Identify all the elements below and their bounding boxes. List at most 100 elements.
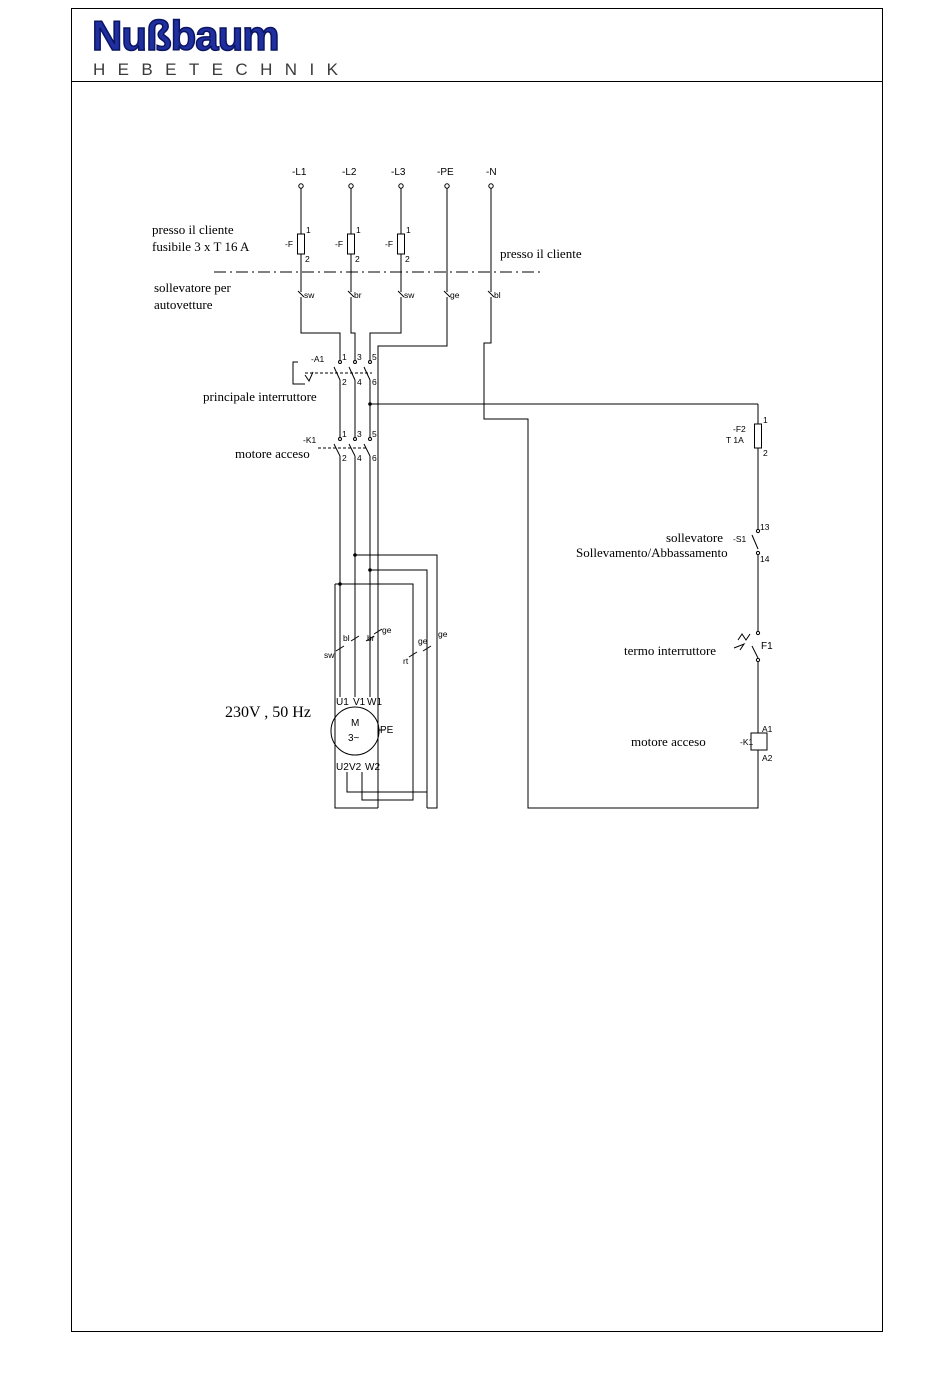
coil-label: -K1	[740, 737, 754, 747]
fuse-pin-label: 1	[306, 225, 311, 235]
wire-color-label: ge	[418, 636, 428, 646]
contactor-pin: 5	[372, 429, 377, 439]
supply-wires	[300, 188, 492, 292]
main-switch-a1: -A1 1 3 5 2 4 6	[292, 352, 377, 387]
terminal-label-l2: -L2	[342, 167, 357, 178]
page-frame	[71, 8, 883, 1332]
main-switch-pin: 2	[342, 377, 347, 387]
motor-phase: 3~	[348, 733, 360, 744]
coil-annotation: motore acceso	[631, 734, 706, 749]
motor-wiring	[334, 456, 438, 809]
motor-circle	[330, 706, 380, 756]
terminal-n	[488, 183, 494, 189]
routing-to-main-switch	[300, 297, 759, 809]
wire-color-label: sw	[404, 290, 415, 300]
control-fuse-rating: T 1A	[726, 435, 744, 445]
main-switch-pin: 5	[372, 352, 377, 362]
wire-color-label: br	[354, 290, 362, 300]
control-fuse-pin: 1	[763, 415, 768, 425]
logo-brand-mark: Nußbaum	[92, 12, 279, 59]
motor-terminal: W1	[367, 697, 382, 708]
motor-terminal: U1	[336, 697, 349, 708]
contactor-pin: 2	[342, 453, 347, 463]
terminal-label-n: -N	[486, 167, 497, 178]
lift-switch-mode: Sollevamento/Abbassamento	[576, 545, 728, 560]
wire-color-label: ge	[450, 290, 460, 300]
wire-color-marks-top: sw br sw ge bl	[297, 290, 501, 300]
control-fuse-label: -F2	[733, 424, 746, 434]
control-switch-pin: 14	[760, 554, 770, 564]
contactor-label: -K1	[303, 435, 317, 445]
coil-pin: A2	[762, 753, 773, 763]
nussbaum-logo: Nußbaum	[91, 12, 280, 60]
fuse-label: -F	[285, 239, 293, 249]
main-switch-pin: 6	[372, 377, 377, 387]
contactor-coil-k1	[750, 732, 768, 751]
supply-voltage-label: 230V , 50 Hz	[225, 704, 311, 721]
customer-fuse-label: presso il cliente	[152, 222, 234, 237]
motor-pe: PE	[380, 725, 394, 736]
control-switch-label: -S1	[733, 534, 747, 544]
lift-label-line2: autovetture	[154, 297, 213, 312]
terminal-l1	[298, 183, 304, 189]
fuse-pin-label: 1	[406, 225, 411, 235]
contactor-pin: 3	[357, 429, 362, 439]
header-divider	[71, 81, 883, 82]
control-fuse-f2	[754, 423, 762, 449]
motor-terminal: W2	[365, 762, 380, 773]
customer-fuse-rating: fusibile 3 x T 16 A	[152, 239, 250, 254]
main-switch-pin: 4	[357, 377, 362, 387]
control-fuse-pin: 2	[763, 448, 768, 458]
terminal-pe	[444, 183, 450, 189]
terminal-group: -L1 -L2 -L3 -PE -N	[292, 167, 497, 189]
motor-terminal: U2	[336, 762, 349, 773]
lift-label-line1: sollevatore per	[154, 280, 232, 295]
terminal-label-pe: -PE	[437, 167, 454, 178]
wire-color-label: sw	[304, 290, 315, 300]
fuse-label: -F	[335, 239, 343, 249]
fuse-pin-label: 2	[305, 254, 310, 264]
motor-terminal: V1	[353, 697, 366, 708]
contactor-pin: 4	[357, 453, 362, 463]
terminal-label-l1: -L1	[292, 167, 307, 178]
thermal-switch-annotation: termo interruttore	[624, 643, 716, 658]
wires-main-to-contactor	[339, 380, 758, 430]
fuse-label: -F	[385, 239, 393, 249]
lift-switch-annotation: sollevatore	[666, 530, 723, 545]
main-switch-label: -A1	[311, 354, 325, 364]
wire-color-label: sw	[324, 650, 335, 660]
terminal-l3	[398, 183, 404, 189]
fuse-f-l2	[347, 233, 355, 255]
motor-symbol: M	[351, 718, 359, 729]
wire-color-label: ge	[382, 625, 392, 635]
logo-tagline: HEBETECHNIK	[93, 60, 351, 79]
main-switch-annotation: principale interruttore	[203, 389, 317, 404]
wire-color-marks-motor: sw bl br ge rt ge ge	[324, 625, 448, 666]
wire-color-label: rt	[403, 656, 409, 666]
contactor-annotation: motore acceso	[235, 446, 310, 461]
fuse-f-l1	[297, 233, 305, 255]
supply-fuses: -F -F -F 1 2 1 2 1 2	[285, 225, 411, 264]
coil-pin: A1	[762, 724, 773, 734]
contactor-k1: -K1 1 3 5 2 4 6	[303, 429, 377, 463]
wire-color-label: ge	[438, 629, 448, 639]
contactor-pin: 6	[372, 453, 377, 463]
control-switch-pin: 13	[760, 522, 770, 532]
thermal-switch-label: F1	[761, 641, 773, 652]
fuse-f-l3	[397, 233, 405, 255]
fuse-pin-label: 2	[405, 254, 410, 264]
motor-m: U1 V1 W1 M 3~ PE U2 V2 W2	[330, 697, 394, 773]
wire-color-label: bl	[343, 633, 350, 643]
contactor-pin: 1	[342, 429, 347, 439]
control-circuit: 1 2 -F2 T 1A 13 14 -S1 F1 -K1 A1 A2	[726, 404, 773, 764]
wire-color-label: bl	[494, 290, 501, 300]
customer-side-label: presso il cliente	[500, 246, 582, 261]
fuse-pin-label: 2	[355, 254, 360, 264]
wire-color-label: br	[367, 633, 375, 643]
main-switch-pin: 3	[357, 352, 362, 362]
fuse-pin-label: 1	[356, 225, 361, 235]
main-switch-pin: 1	[342, 352, 347, 362]
terminal-label-l3: -L3	[391, 167, 406, 178]
terminal-l2	[348, 183, 354, 189]
